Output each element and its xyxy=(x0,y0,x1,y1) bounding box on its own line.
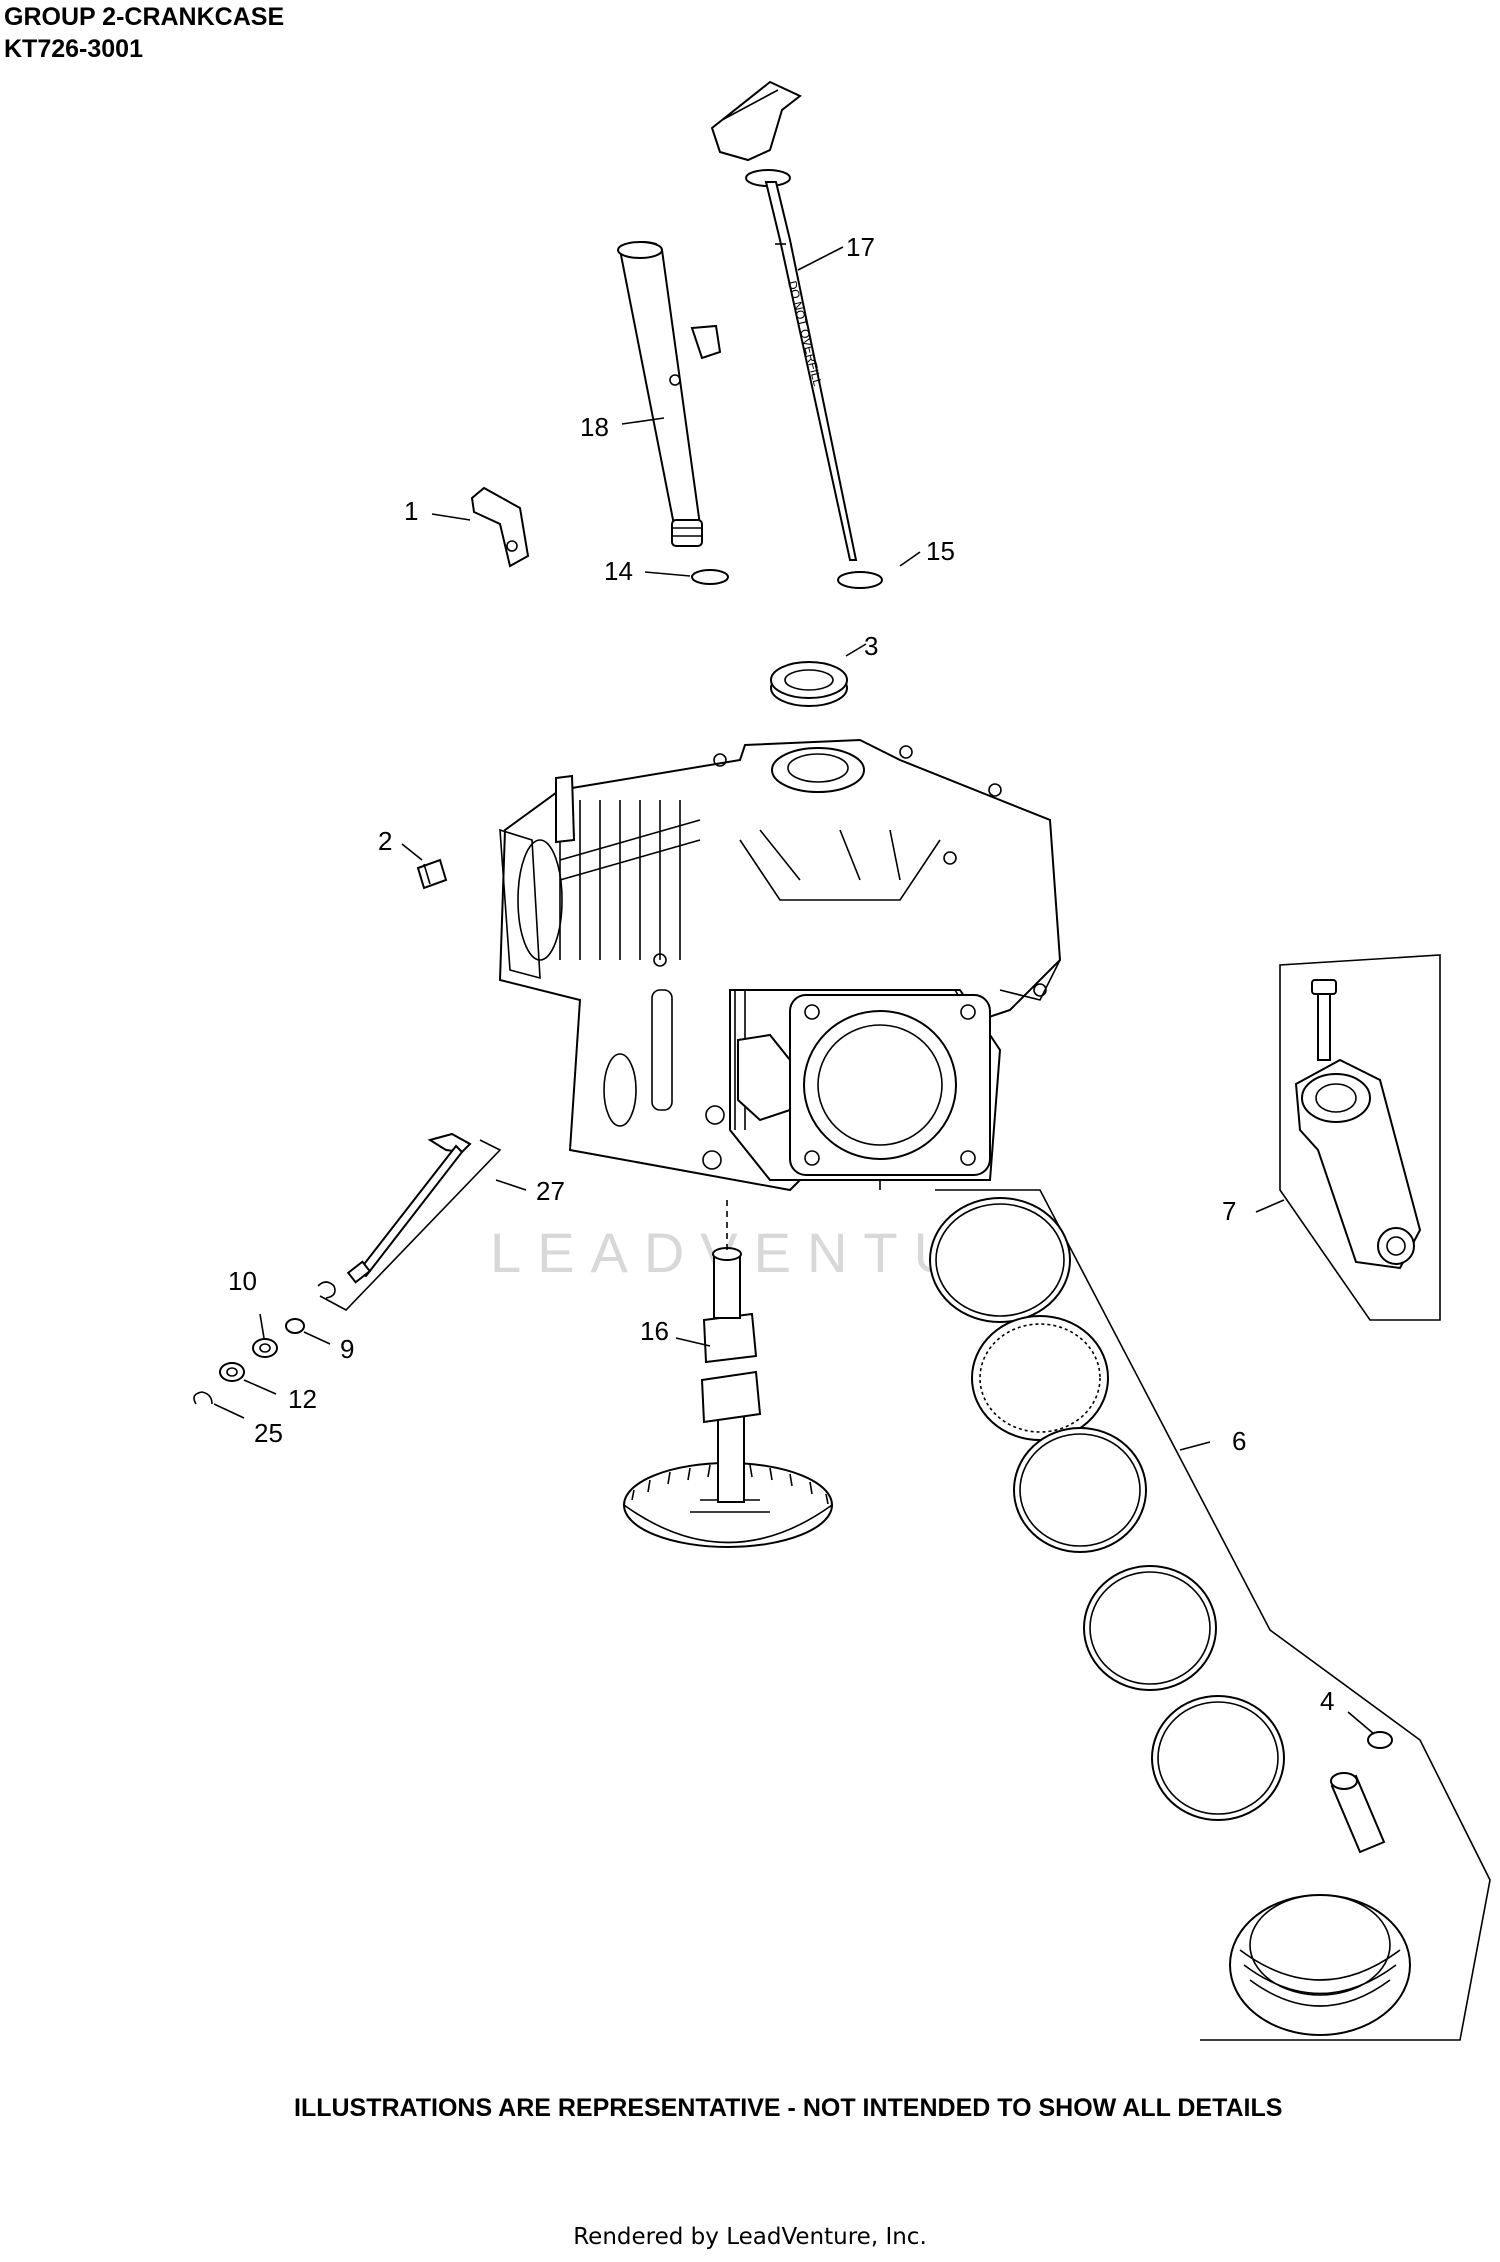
part-10-nut[interactable] xyxy=(252,1338,278,1358)
dipstick-label: DO NOT OVERFILL xyxy=(785,279,825,387)
callout-4: 4 xyxy=(1320,1686,1334,1716)
callout-10: 10 xyxy=(228,1266,257,1296)
part-18-dipstick-tube[interactable] xyxy=(617,241,722,547)
piston-pin[interactable] xyxy=(1330,1772,1386,1854)
callout-18: 18 xyxy=(580,412,609,442)
part-2-plug[interactable] xyxy=(416,858,448,890)
callout-25: 25 xyxy=(254,1418,283,1448)
part-3-oil-seal[interactable] xyxy=(770,661,848,707)
part-12-washer[interactable] xyxy=(219,1362,245,1382)
callout-17: 17 xyxy=(846,232,875,262)
part-17-dipstick[interactable]: DO NOT OVERFILL xyxy=(710,80,858,561)
callout-3: 3 xyxy=(864,631,878,661)
leader-lines xyxy=(213,246,1375,1735)
callout-16: 16 xyxy=(640,1316,669,1346)
callout-1: 1 xyxy=(404,496,418,526)
callout-6: 6 xyxy=(1232,1426,1246,1456)
part-7-connecting-rod[interactable] xyxy=(1294,979,1422,1270)
part-27-group-bracket xyxy=(319,1139,502,1311)
disclaimer: ILLUSTRATIONS ARE REPRESENTATIVE - NOT I… xyxy=(294,2094,1283,2122)
callout-12: 12 xyxy=(288,1384,317,1414)
part-15-o-ring[interactable] xyxy=(837,571,883,589)
crankcase-body xyxy=(498,738,1062,1192)
part-14-o-ring[interactable] xyxy=(691,569,729,585)
part-25-retaining-ring[interactable] xyxy=(193,1391,213,1405)
model-number: KT726-3001 xyxy=(4,35,143,63)
callout-2: 2 xyxy=(378,826,392,856)
part-16-camshaft[interactable] xyxy=(623,1200,833,1548)
callouts: 17 18 1 14 15 3 2 27 7 6 4 16 10 9 12 25 xyxy=(228,232,1334,1716)
part-7-group-bracket xyxy=(1279,954,1441,1321)
part-6-group-bracket xyxy=(935,1189,1491,2041)
part-6-piston-rings[interactable] xyxy=(929,1197,1285,1821)
diagram-title: GROUP 2-CRANKCASE xyxy=(4,3,285,31)
callout-15: 15 xyxy=(926,536,955,566)
part-small-clip[interactable] xyxy=(317,1281,336,1299)
part-1-bracket[interactable] xyxy=(470,486,530,568)
callout-14: 14 xyxy=(604,556,633,586)
part-27-governor-shaft[interactable] xyxy=(346,1132,472,1284)
piston[interactable] xyxy=(1229,1894,1411,2036)
callout-9: 9 xyxy=(340,1334,354,1364)
callout-27: 27 xyxy=(536,1176,565,1206)
part-9-washer[interactable] xyxy=(285,1318,305,1334)
callout-7: 7 xyxy=(1222,1196,1236,1226)
footer-credit: Rendered by LeadVenture, Inc. xyxy=(573,2224,927,2250)
part-4-retainer-clip[interactable] xyxy=(1367,1731,1393,1749)
